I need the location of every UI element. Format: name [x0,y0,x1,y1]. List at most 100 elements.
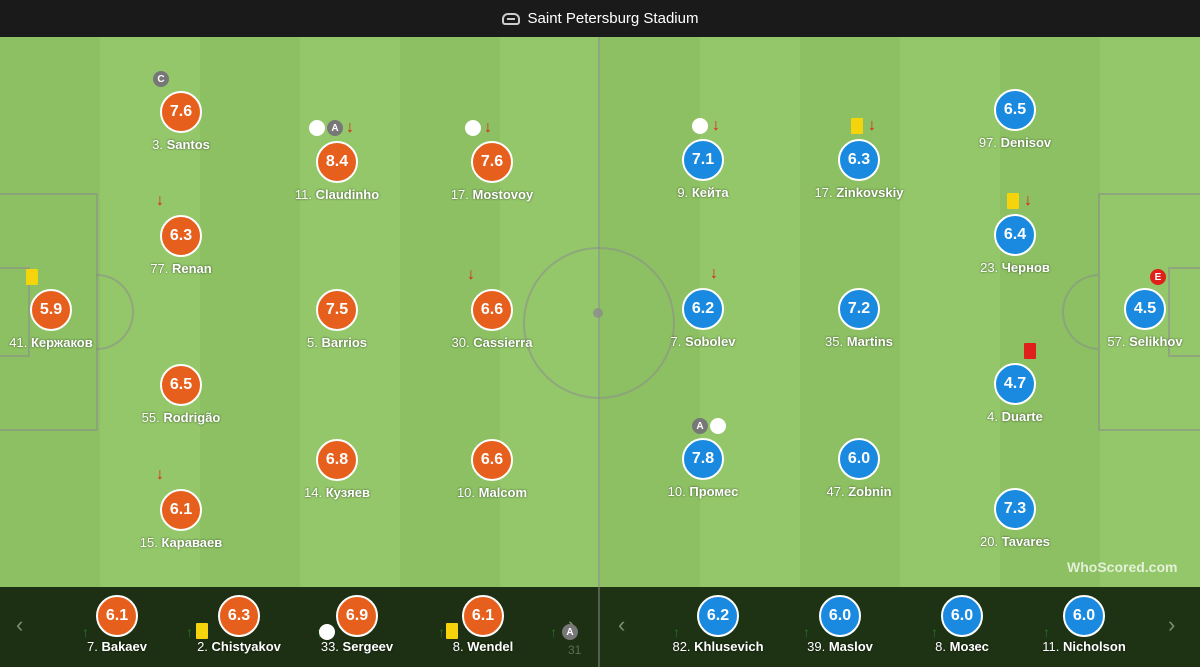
player-rating: 6.3 [160,215,202,257]
player-rating: 6.0 [941,595,983,637]
yellow-card-icon [446,623,458,639]
player-label: 3. Santos [152,137,210,152]
player-rating: 6.1 [96,595,138,637]
player-home-kuzyaev[interactable]: 6.8 14. Кузяев [262,439,412,519]
sub-off-arrow-icon: ↓ [1024,192,1032,209]
player-label: 20. Tavares [980,534,1050,549]
sub-away-maslov[interactable]: ↑ 6.0 39. Maslov [765,587,915,667]
captain-badge-icon: C [153,71,169,87]
player-label: 8. Wendel [452,639,514,654]
player-label: 33. Sergeev [320,639,394,654]
player-away-sobolev[interactable]: ↓ 6.2 7. Sobolev [628,266,778,368]
sub-home-chistyakov[interactable]: ↑ 6.3 2. Chistyakov [164,587,314,667]
sub-off-arrow-icon: ↓ [467,266,475,283]
player-rating: 6.2 [697,595,739,637]
sub-on-arrow-icon: ↑ [82,624,89,640]
player-home-rodrigao[interactable]: 6.5 55. Rodrigão [106,364,256,444]
player-label: 2. Chistyakov [197,639,281,654]
player-label: 57. Selikhov [1107,334,1183,349]
player-home-claudinho[interactable]: A ↓ 8.4 11. Claudinho [262,120,412,221]
player-away-tavares[interactable]: 7.3 20. Tavares [940,488,1090,568]
player-rating: 6.3 [838,139,880,181]
player-label: 17. Zinkovskiy [814,185,904,200]
sub-on-arrow-icon: ↑ [803,624,810,640]
bench-divider [598,587,600,667]
player-away-selikhov[interactable]: E 4.5 57. Selikhov [1070,269,1200,368]
yellow-card-icon [26,269,38,285]
player-label: 15. Караваев [139,535,223,550]
sub-on-arrow-icon: ↑ [186,624,193,640]
player-rating: 7.5 [316,289,358,331]
player-label: 7. Sobolev [670,334,736,349]
player-home-karavaev[interactable]: ↓ 6.1 15. Караваев [106,467,256,569]
red-card-icon [1024,343,1036,359]
away-bench-prev-chevron-icon[interactable]: ‹ [618,612,626,637]
player-label: 17. Mostovoy [450,187,534,202]
player-away-chernov[interactable]: ↓ 6.4 23. Чернов [940,193,1090,294]
player-label: 97. Denisov [978,135,1052,150]
player-rating: 7.6 [160,91,202,133]
player-away-promes[interactable]: A 7.8 10. Промес [628,418,778,518]
right-goal-box [1168,267,1200,357]
substitutes-bar: ‹ › ‹ › ↑ 6.1 7. Bakaev ↑ 6.3 2. Chistya… [0,587,1200,667]
stadium-icon [501,12,520,25]
sub-away-mozes[interactable]: ↑ 6.0 8. Мозес [887,587,1037,667]
goal-ball-icon [692,118,708,134]
player-rating: 6.3 [218,595,260,637]
player-home-malcom[interactable]: 6.6 10. Malcom [417,439,567,519]
player-rating: 6.8 [316,439,358,481]
sub-away-nicholson[interactable]: ↑ 6.0 11. Nicholson [1009,587,1159,667]
player-rating: 6.4 [994,214,1036,256]
player-label: 4. Duarte [987,409,1043,424]
player-home-cassierra[interactable]: ↓ 6.6 30. Cassierra [417,267,567,369]
player-label: 30. Cassierra [451,335,533,350]
player-label: 41. Кержаков [9,335,93,350]
player-label: 5. Barrios [307,335,367,350]
player-rating: 4.7 [994,363,1036,405]
sub-on-arrow-icon: ↑ [931,624,938,640]
player-away-denisov[interactable]: 6.5 97. Denisov [940,89,1090,169]
player-label: 11. Nicholson [1042,639,1126,654]
whoscored-watermark: WhoScored.com [1067,559,1178,575]
player-label: 35. Martins [825,334,893,349]
player-away-zinkovskiy[interactable]: ↓ 6.3 17. Zinkovskiy [784,118,934,219]
sub-off-arrow-icon: ↓ [484,119,492,136]
player-home-kerzhakov[interactable]: 5.9 41. Кержаков [0,269,126,369]
sub-off-arrow-icon: ↓ [346,119,354,136]
player-rating: 7.8 [682,438,724,480]
player-rating: 7.6 [471,141,513,183]
player-label: 77. Renan [150,261,212,276]
player-away-zobnin[interactable]: 6.0 47. Zobnin [784,438,934,518]
sub-off-arrow-icon: ↓ [156,466,164,483]
sub-on-arrow-icon: ↑ [673,624,680,640]
player-label: 9. Кейта [677,185,729,200]
player-rating: 7.1 [682,139,724,181]
pitch: C 7.6 3. Santos A ↓ 8.4 11. Claudinho ↓ … [0,37,1200,587]
player-away-martins[interactable]: 7.2 35. Martins [784,288,934,368]
player-home-barrios[interactable]: 7.5 5. Barrios [262,289,412,369]
player-rating: 7.2 [838,288,880,330]
sub-on-arrow-icon: ↑ [438,624,445,640]
sub-home-wendel[interactable]: ↑ 6.1 8. Wendel [408,587,558,667]
player-away-keita[interactable]: ↓ 7.1 9. Кейта [628,118,778,219]
player-rating: 6.5 [994,89,1036,131]
player-rating: 6.0 [1063,595,1105,637]
goal-ball-icon [465,120,481,136]
assist-badge-icon: A [692,418,708,434]
yellow-card-icon [851,118,863,134]
sub-home-sergeev[interactable]: ↑ 6.9 33. Sergeev [282,587,432,667]
away-bench-next-chevron-icon[interactable]: › [1168,612,1176,637]
player-rating: 6.5 [160,364,202,406]
player-label: 23. Чернов [980,260,1050,275]
player-home-mostovoy[interactable]: ↓ 7.6 17. Mostovoy [417,120,567,221]
player-label: 14. Кузяев [304,485,370,500]
sub-off-arrow-icon: ↓ [156,192,164,209]
left-goal-box [0,267,30,357]
sub-away-khlusevich[interactable]: ↑ 6.2 82. Khlusevich [643,587,793,667]
yellow-card-icon [196,623,208,639]
sub-home-bakaev[interactable]: ↑ 6.1 7. Bakaev [42,587,192,667]
home-bench-prev-chevron-icon[interactable]: ‹ [16,612,24,637]
player-home-santos[interactable]: C 7.6 3. Santos [106,71,256,171]
player-home-renan[interactable]: ↓ 6.3 77. Renan [106,193,256,295]
player-away-duarte[interactable]: 4.7 4. Duarte [940,343,1090,443]
